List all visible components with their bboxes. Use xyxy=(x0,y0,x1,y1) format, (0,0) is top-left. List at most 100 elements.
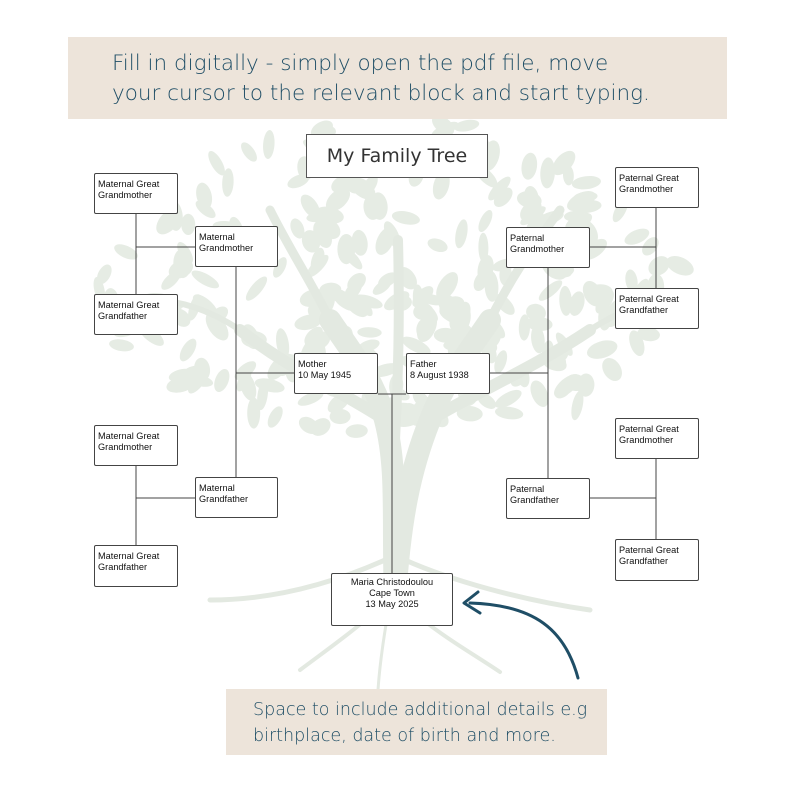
tree-title[interactable]: My Family Tree xyxy=(306,134,488,178)
father-box[interactable]: Father 8 August 1938 xyxy=(406,353,490,394)
leaf xyxy=(191,270,220,289)
leaf xyxy=(305,331,331,351)
box-label-line1: Maternal Great xyxy=(98,300,160,310)
box-label-line2: Grandmother xyxy=(510,244,565,254)
leaf xyxy=(267,406,283,428)
leaf xyxy=(161,270,181,290)
leaf xyxy=(571,390,584,421)
leaf xyxy=(518,314,531,341)
box-label-line1: Paternal xyxy=(510,233,545,243)
leaf xyxy=(351,229,368,256)
leaf xyxy=(642,237,659,256)
curved-arrow xyxy=(468,601,580,680)
leaf xyxy=(310,418,331,436)
paternal-great-grandmother-2-box[interactable]: Paternal Great Grandmother xyxy=(615,418,699,459)
maternal-grandfather-box[interactable]: Maternal Grandfather xyxy=(195,477,278,518)
leaf xyxy=(257,379,269,411)
leaf xyxy=(314,206,344,224)
child-box[interactable]: Maria Christodoulou Cape Town 13 May 202… xyxy=(331,573,453,626)
leaf xyxy=(427,238,448,253)
paternal-great-grandfather-2-box[interactable]: Paternal Great Grandfather xyxy=(615,539,699,581)
paternal-grandmother-box[interactable]: Paternal Grandmother xyxy=(506,227,590,268)
box-label-line1: Paternal Great xyxy=(619,173,679,183)
leaf xyxy=(300,194,320,218)
leaf xyxy=(241,142,257,162)
leaf xyxy=(363,194,382,220)
instructions-banner: Fill in digitally - simply open the pdf … xyxy=(68,37,727,119)
leaf xyxy=(301,230,321,253)
arrow-head-icon xyxy=(462,590,482,615)
instructions-line-1: Fill in digitally - simply open the pdf … xyxy=(112,51,609,76)
leaf xyxy=(325,187,351,212)
child-birthplace: Cape Town xyxy=(369,588,415,598)
leaf xyxy=(401,336,431,355)
child-birthdate: 13 May 2025 xyxy=(365,599,419,609)
leaf xyxy=(357,327,382,338)
paternal-great-grandmother-1-box[interactable]: Paternal Great Grandmother xyxy=(615,167,699,208)
leaf xyxy=(306,254,329,278)
box-label-line1: Maternal xyxy=(199,232,235,242)
box-label-line2: Grandfather xyxy=(510,495,560,505)
leaf xyxy=(494,406,524,420)
maternal-great-grandmother-1-box[interactable]: Maternal Great Grandmother xyxy=(94,173,178,214)
box-label-line2: Grandfather xyxy=(619,305,669,315)
maternal-great-grandfather-2-box[interactable]: Maternal Great Grandfather xyxy=(94,545,178,587)
leaf xyxy=(290,218,305,239)
box-label-line1: Maternal Great xyxy=(98,431,160,441)
leaf xyxy=(96,264,112,285)
leaf xyxy=(568,291,585,316)
details-note-line-1: Space to include additional details e.g xyxy=(253,700,588,720)
leaf xyxy=(554,381,572,399)
leaf xyxy=(521,152,538,180)
maternal-great-grandfather-1-box[interactable]: Maternal Great Grandfather xyxy=(94,294,178,335)
box-label-line2: Grandmother xyxy=(619,184,674,194)
leaf xyxy=(571,176,602,190)
box-label-line2: Grandfather xyxy=(619,556,669,566)
mother-box[interactable]: Mother 10 May 1945 xyxy=(294,353,378,394)
leaf xyxy=(586,340,618,359)
paternal-grandfather-box[interactable]: Paternal Grandfather xyxy=(506,478,590,519)
details-note-line-2: birthplace, date of birth and more. xyxy=(253,726,556,746)
leaf xyxy=(540,157,555,189)
leaf xyxy=(526,303,546,322)
leaf xyxy=(488,176,511,201)
leaf xyxy=(478,209,493,233)
leaf xyxy=(524,186,539,209)
box-label-line1: Paternal Great xyxy=(619,545,679,555)
leaf xyxy=(329,408,351,425)
leaf xyxy=(361,175,378,197)
child-name: Maria Christodoulou xyxy=(350,577,434,587)
leaf xyxy=(372,279,392,295)
leaf xyxy=(173,249,191,279)
leaf xyxy=(234,361,257,381)
paternal-great-grandfather-1-box[interactable]: Paternal Great Grandfather xyxy=(615,288,699,329)
maternal-great-grandmother-2-box[interactable]: Maternal Great Grandmother xyxy=(94,425,178,466)
leaf xyxy=(484,271,499,302)
leaf xyxy=(595,290,614,314)
leaf xyxy=(345,424,368,438)
box-label-line1: Paternal xyxy=(510,484,545,494)
leaf xyxy=(495,389,522,408)
leaf xyxy=(109,339,134,352)
leaf xyxy=(187,367,209,394)
leaf xyxy=(432,170,450,200)
box-label-line2: Grandmother xyxy=(199,243,254,253)
leaf xyxy=(530,380,549,407)
leaf xyxy=(666,256,694,276)
instructions-line-2: your cursor to the relevant block and st… xyxy=(112,81,650,106)
leaf xyxy=(195,200,216,219)
box-label-line2: Grandfather xyxy=(199,494,249,504)
box-label-line1: Paternal Great xyxy=(619,424,679,434)
leaf xyxy=(582,281,603,307)
leaf xyxy=(294,314,322,331)
leaf xyxy=(214,368,230,393)
leaf xyxy=(245,276,268,301)
leaf xyxy=(347,273,366,292)
box-label-line1: Father xyxy=(410,359,437,369)
maternal-grandmother-box[interactable]: Maternal Grandmother xyxy=(195,226,278,267)
leaf xyxy=(602,358,622,381)
leaf xyxy=(208,150,225,176)
leaf xyxy=(625,269,638,293)
leaf xyxy=(431,121,459,138)
